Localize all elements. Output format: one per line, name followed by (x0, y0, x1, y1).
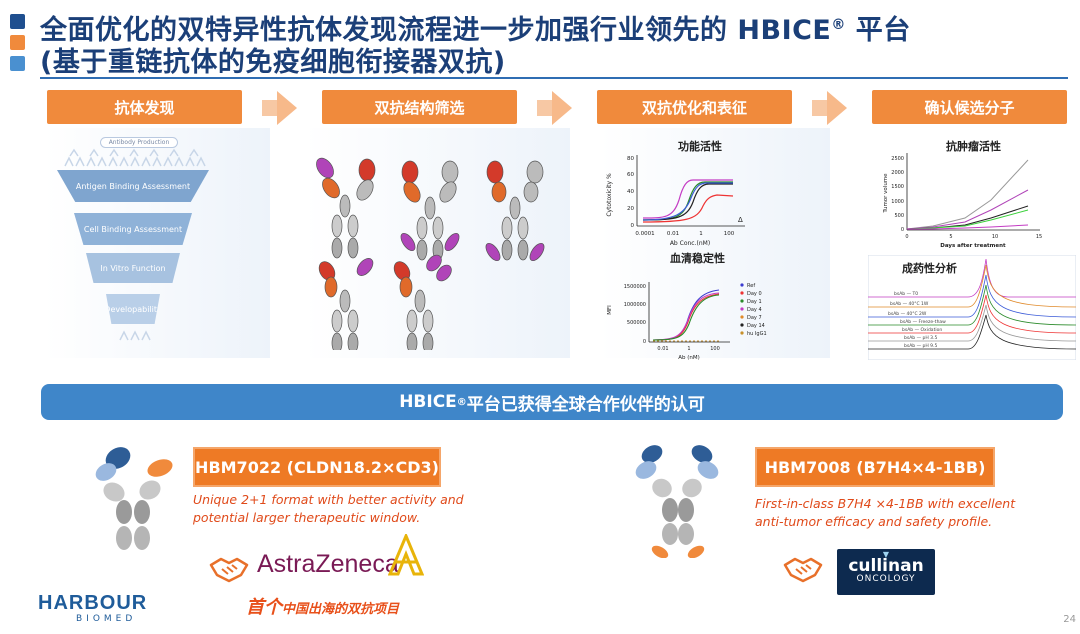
legend-item: Day 7 (747, 315, 762, 321)
step-candidate-confirmation: 确认候选分子 (872, 90, 1067, 124)
x-tick: 0.0001 (635, 231, 654, 237)
legend-item: Ref (747, 283, 755, 289)
step-antibody-discovery: 抗体发现 (47, 90, 242, 124)
dev-series-label: bsAb — pH 3.5 (904, 335, 937, 341)
y-tick: 60 (627, 172, 634, 178)
arrow-body-2 (537, 100, 552, 116)
arrow-right-icon (277, 91, 297, 125)
antibody-b7h4-41bb-icon (635, 445, 719, 558)
dev-series-label: bsAb — pH 9.5 (904, 343, 937, 349)
title-rule (40, 77, 1068, 79)
activity-delta-marker: Δ (738, 216, 743, 224)
y-tick: 500 (894, 213, 904, 219)
x-tick: 5 (949, 234, 952, 240)
y-tick: 1500000 (624, 284, 646, 290)
y-tick: 500000 (627, 320, 646, 326)
legend-item: Day 4 (747, 307, 762, 313)
arrow-body-1 (262, 100, 277, 116)
bullet-square-blue (10, 56, 25, 71)
antibody-2plus1-icon (95, 447, 173, 550)
bullet-square-orange (10, 35, 25, 50)
slide-number: 24 (1063, 614, 1076, 625)
activity-chart: Cytotoxicity % 80 60 40 20 0 0.0001 0.01… (606, 155, 745, 247)
legend-item: Day 14 (747, 323, 765, 329)
tumor-chart: Tumor volume 2500 2000 1500 1000 500 0 0… (883, 153, 1042, 249)
arrow-body-3 (812, 100, 827, 116)
handshake-icon (209, 557, 249, 583)
funnel-tier-3: In Vitro Function (86, 253, 180, 283)
x-tick: 1 (687, 346, 690, 352)
platform-banner: HBICE® 平台已获得全球合作伙伴的认可 (41, 384, 1063, 420)
bullet-square-navy (10, 14, 25, 29)
dev-chart-title: 成药性分析 (902, 261, 957, 275)
dev-series-label: bsAb — 40°C 2W (888, 311, 927, 317)
cullinan-gem-icon: ▼ (882, 550, 890, 559)
harbour-logo: HARBOUR (38, 592, 148, 614)
dev-series-label: bsAb — 40°C 1W (890, 301, 929, 307)
activity-ylabel: Cytotoxicity % (606, 173, 613, 217)
serum-chart-title: 血清稳定性 (670, 252, 725, 265)
tumor-chart-title: 抗肿瘤活性 (946, 140, 1001, 153)
y-tick: 1000 (891, 199, 904, 205)
step-optimization: 双抗优化和表征 (597, 90, 792, 124)
y-tick: 80 (627, 156, 634, 162)
step-structure-screening: 双抗结构筛选 (322, 90, 517, 124)
tumor-ylabel: Tumor volume (883, 173, 889, 214)
astrazeneca-symbol-icon (388, 534, 424, 576)
x-tick: 0 (905, 234, 908, 240)
page-subtitle: (基于重链抗体的免疫细胞衔接器双抗) (40, 47, 506, 78)
harbour-biomed-sub: BIOMED (76, 614, 137, 624)
handshake-icon (783, 557, 823, 583)
hbm7008-tag: HBM7008 (B7H4×4-1BB) (755, 447, 995, 487)
antibody-cloud-icon (64, 148, 206, 167)
y-tick: 0 (631, 223, 635, 229)
x-tick: 1 (699, 231, 703, 237)
x-tick: 0.01 (667, 231, 679, 237)
activity-xlabel: Ab Conc.(nM) (670, 240, 710, 247)
y-tick: 20 (627, 206, 634, 212)
arrow-right-icon (552, 91, 572, 125)
x-tick: 10 (992, 234, 998, 240)
y-tick: 1000000 (624, 302, 646, 308)
y-tick: 2500 (891, 156, 904, 162)
cullinan-logo: ▼ cullinan ONCOLOGY (837, 549, 935, 595)
dev-series-label: bsAb — Oxidation (902, 327, 942, 333)
page-title: 全面优化的双特异性抗体发现流程进一步加强行业领先的 HBICE® 平台 (40, 15, 911, 46)
first-china-bispecific-note: 首个中国出海的双抗项目 (246, 597, 400, 618)
y-tick: 0 (901, 227, 904, 233)
y-tick: 0 (643, 339, 646, 345)
panel-bg-3 (600, 128, 830, 358)
y-tick: 40 (627, 189, 634, 195)
funnel-top-label: Antibody Production (100, 137, 178, 148)
serum-ylabel: MFI (607, 305, 613, 315)
y-tick: 2000 (891, 170, 904, 176)
astrazeneca-logo: AstraZeneca (257, 550, 399, 578)
dev-series-label: bsAb — T0 (894, 291, 918, 297)
hbm7022-description: Unique 2+1 format with better activity a… (193, 492, 464, 525)
funnel-tier-2: Cell Binding Assessment (74, 213, 192, 245)
serum-xlabel: Ab (nM) (678, 355, 700, 361)
dev-series-label: bsAb — Freeze-thaw (900, 319, 946, 325)
legend-item: Day 1 (747, 299, 762, 305)
x-tick: 15 (1036, 234, 1042, 240)
funnel-tier-4: Developability (106, 294, 160, 324)
activity-chart-title: 功能活性 (678, 140, 722, 153)
hbm7022-tag: HBM7022 (CLDN18.2×CD3) (193, 447, 441, 487)
tumor-xlabel: Days after treatment (940, 243, 1006, 249)
arrow-right-icon (827, 91, 847, 125)
legend-item: Day 0 (747, 291, 762, 297)
bispecific-formats-illustration (316, 157, 545, 350)
antibody-small-icon (119, 330, 151, 341)
serum-chart: MFI 1500000 1000000 500000 0 0.01 1 100 … (607, 282, 767, 361)
x-tick: 100 (724, 231, 735, 237)
x-tick: 0.01 (657, 346, 668, 352)
funnel-tier-1: Antigen Binding Assessment (57, 170, 209, 202)
x-tick: 100 (710, 346, 720, 352)
developability-chart: 成药性分析 bsAb — T0 bsAb — 40°C 1W bsAb — 40… (868, 255, 1076, 360)
y-tick: 1500 (891, 184, 904, 190)
hbm7008-description: First-in-class B7H4 ×4-1BB with excellen… (755, 496, 1016, 529)
legend-item: hu IgG1 (747, 331, 767, 337)
